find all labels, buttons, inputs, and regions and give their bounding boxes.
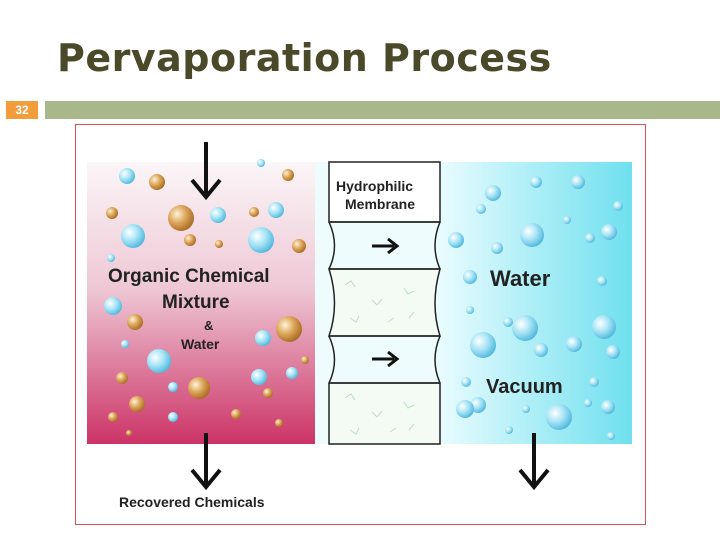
- right-molecule-bubbles: [448, 175, 623, 440]
- right-arrow-icon: [372, 350, 400, 368]
- feed-down-arrow-icon: [190, 142, 222, 201]
- right-chamber: [436, 162, 632, 444]
- left-molecule-bubbles: [104, 159, 309, 436]
- membrane-label-line2: Membrane: [345, 196, 416, 212]
- membrane-label-line1: Hydrophilic: [336, 178, 414, 194]
- membrane-channel-2: [328, 335, 441, 384]
- recovered-down-arrow-icon: [190, 433, 222, 491]
- permeate-down-arrow-icon: [518, 433, 550, 491]
- left-chamber-label-line2: Mixture: [162, 292, 230, 313]
- recovered-chemicals-label: Recovered Chemicals: [119, 494, 265, 510]
- membrane-segments: [327, 161, 442, 445]
- membrane-channel-1: [328, 221, 441, 270]
- right-chamber-label-water: Water: [490, 266, 551, 291]
- left-chamber-label-amp: &: [204, 318, 214, 333]
- title-divider-bar: [45, 101, 720, 119]
- left-chamber-label-water: Water: [181, 336, 220, 352]
- slide-title: Pervaporation Process: [57, 36, 552, 80]
- left-chamber-label-line1: Organic Chemical: [108, 266, 270, 287]
- right-chamber-label-vacuum: Vacuum: [486, 376, 563, 398]
- membrane-block-upper-mid: [327, 268, 442, 337]
- slide-number: 32: [6, 101, 38, 119]
- right-arrow-icon: [372, 237, 400, 255]
- membrane-block-lower: [328, 382, 441, 445]
